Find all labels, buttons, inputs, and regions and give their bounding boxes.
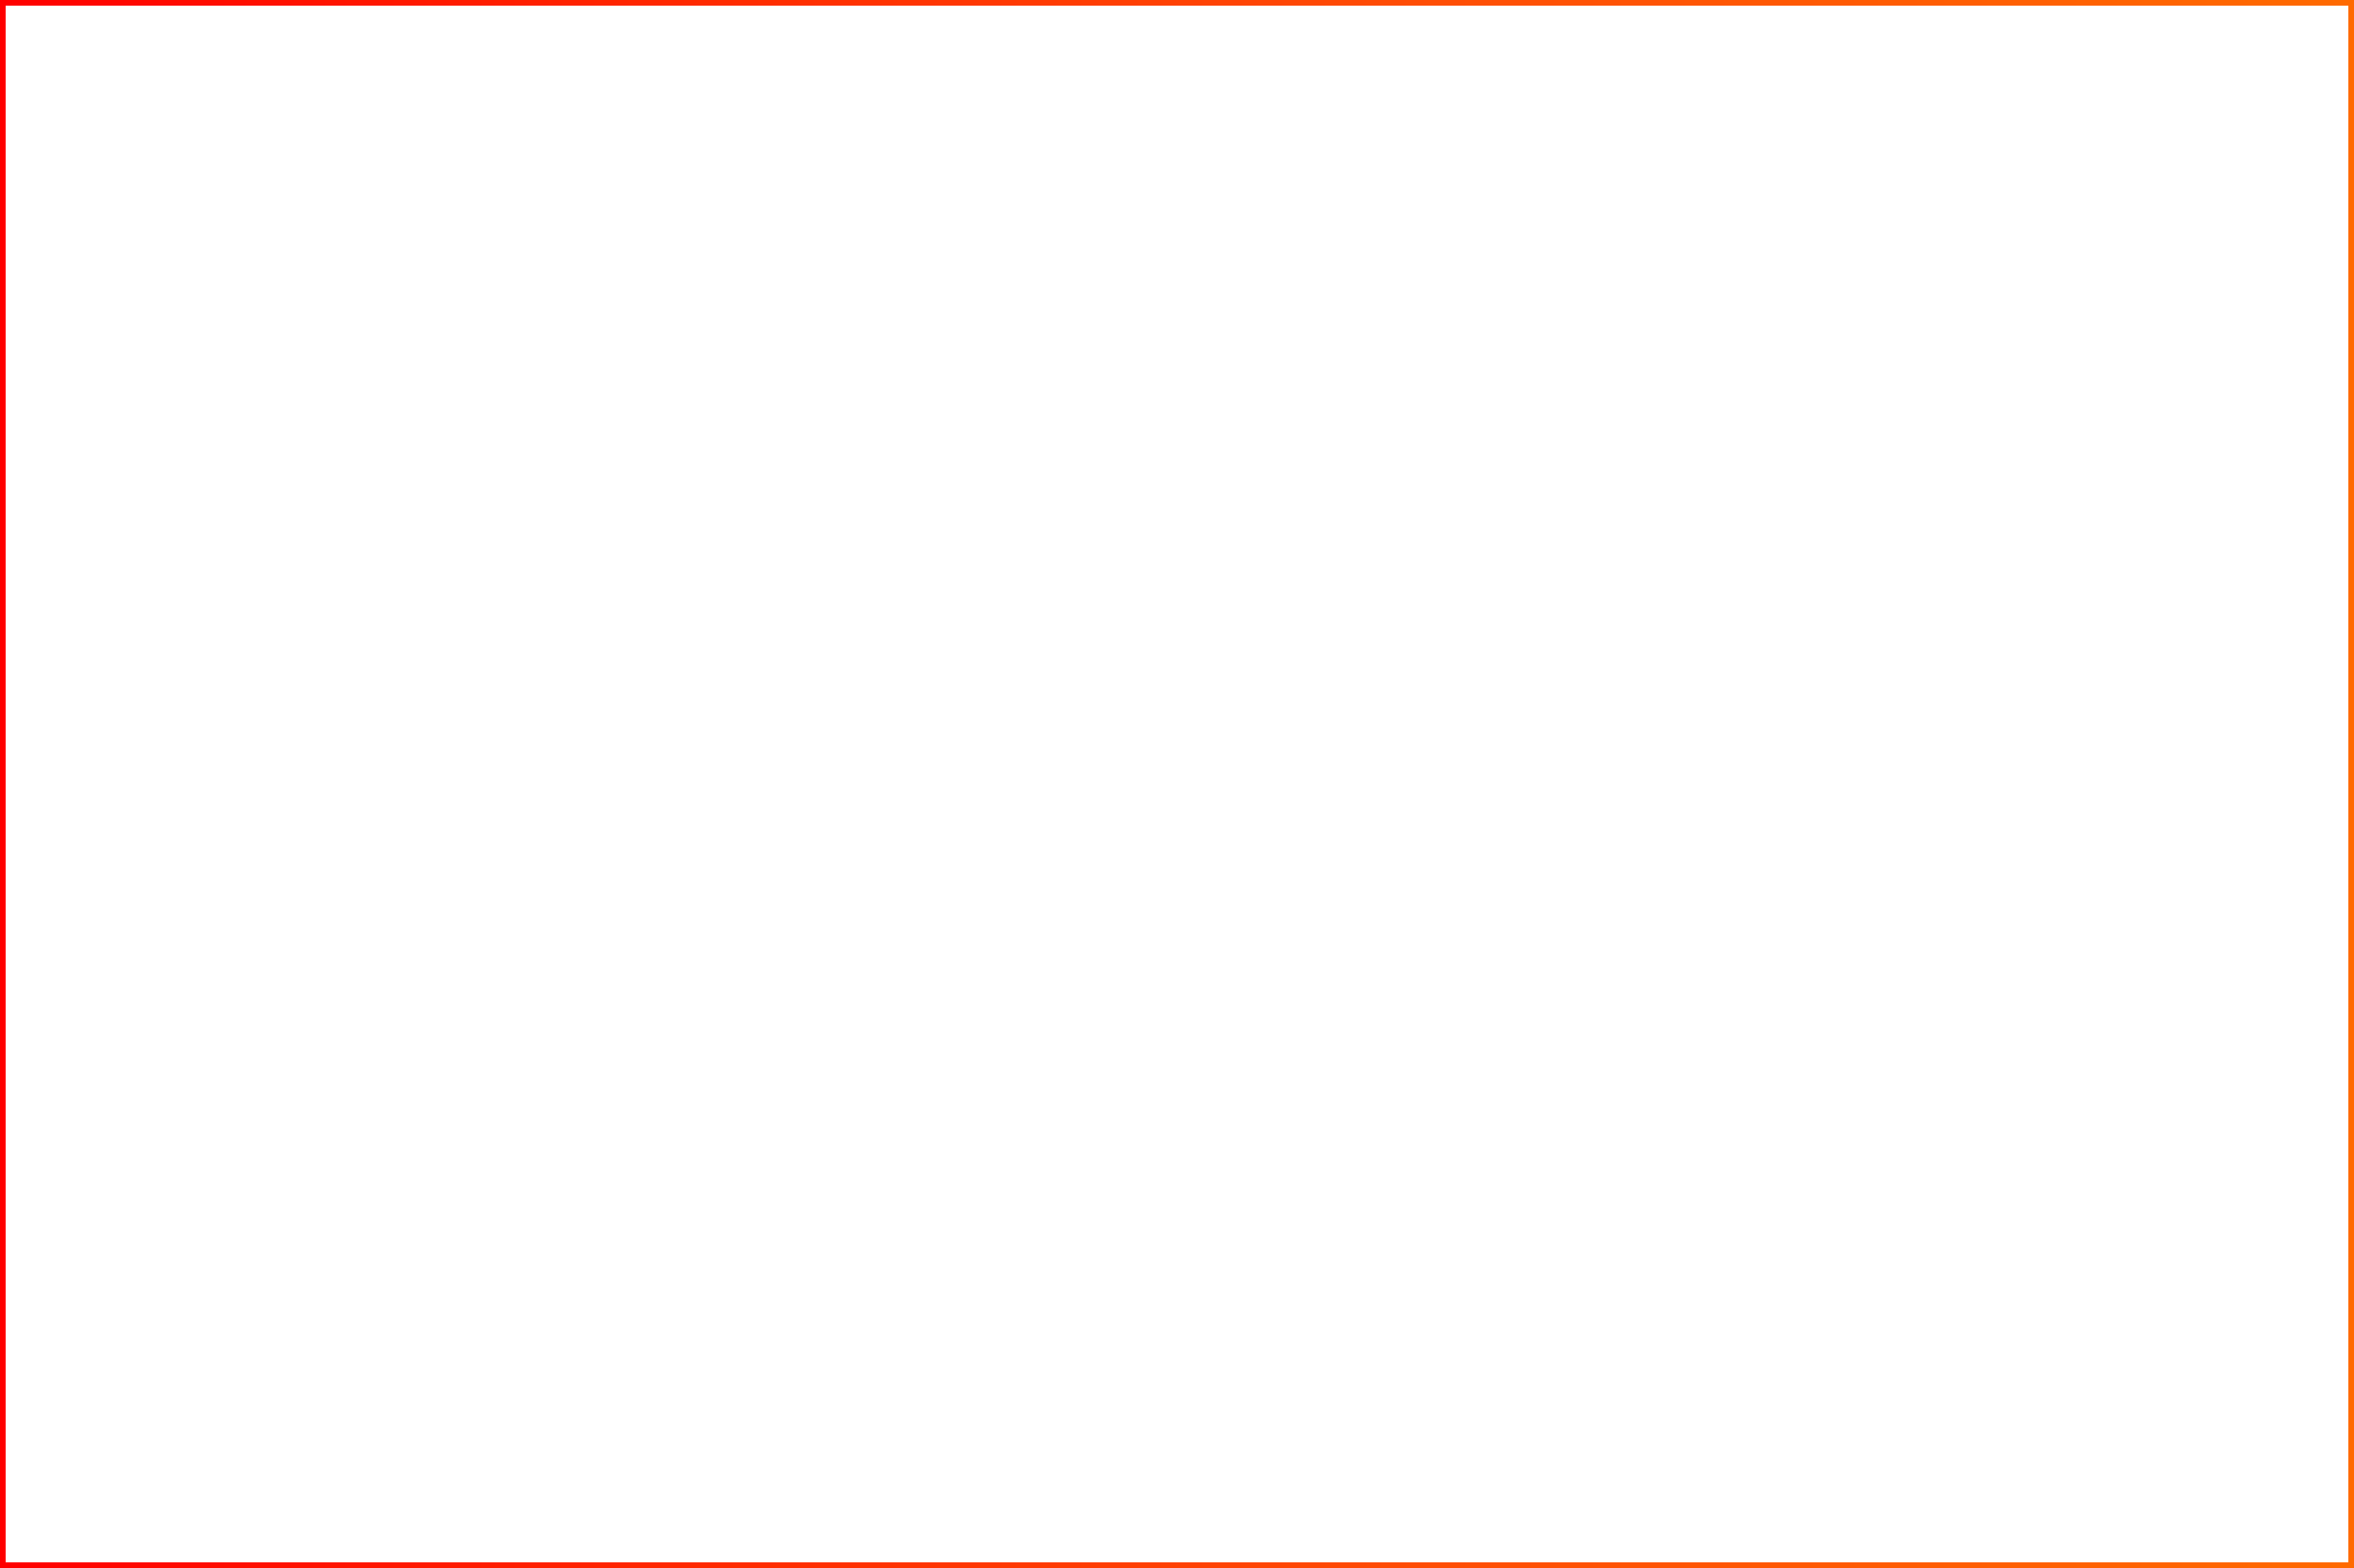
node-circle-carto-pois[interactable] (377, 1020, 532, 1175)
node-circle-matching[interactable] (1014, 694, 1177, 857)
report-result-card[interactable]: Accessibility of parks with conifers sco… (1917, 558, 2295, 977)
edge-spruce-to-crop (535, 434, 697, 479)
edge-matching-to-distance (1175, 753, 1339, 798)
node-circle-calc-distance[interactable] (1334, 694, 1498, 857)
report-card-score: score 5/10 (1983, 808, 2229, 862)
node-circle-re-projection[interactable] (693, 694, 856, 857)
edge-parks-to-reprojection (535, 753, 697, 798)
node-circle-calc-walking[interactable] (1338, 859, 1493, 1014)
edge-reprojection-to-matching (855, 753, 1019, 798)
node-circle-simple-report[interactable] (1657, 694, 1819, 857)
selector-arrow-source-top (537, 171, 578, 328)
node-circle-gbif-spruce[interactable] (373, 375, 537, 538)
selector-arrow-source-bottom (335, 927, 375, 1097)
use-case-processing-label: Use case processing (19, 547, 305, 669)
selector-arrow-analyzer (1297, 927, 1337, 1097)
edge-distance-to-report (1496, 753, 1661, 798)
node-circle-gbif-ambrosia[interactable] (377, 207, 532, 363)
node-circle-crop[interactable] (693, 375, 856, 538)
report-card-title: Accessibility of parks with conifers (1932, 575, 2280, 740)
edge-crop-to-merger (875, 536, 995, 661)
node-circle-osm-shops[interactable] (377, 859, 532, 1014)
node-circle-street-lights[interactable] (377, 56, 532, 211)
node-circle-osm-parks[interactable] (373, 694, 537, 857)
